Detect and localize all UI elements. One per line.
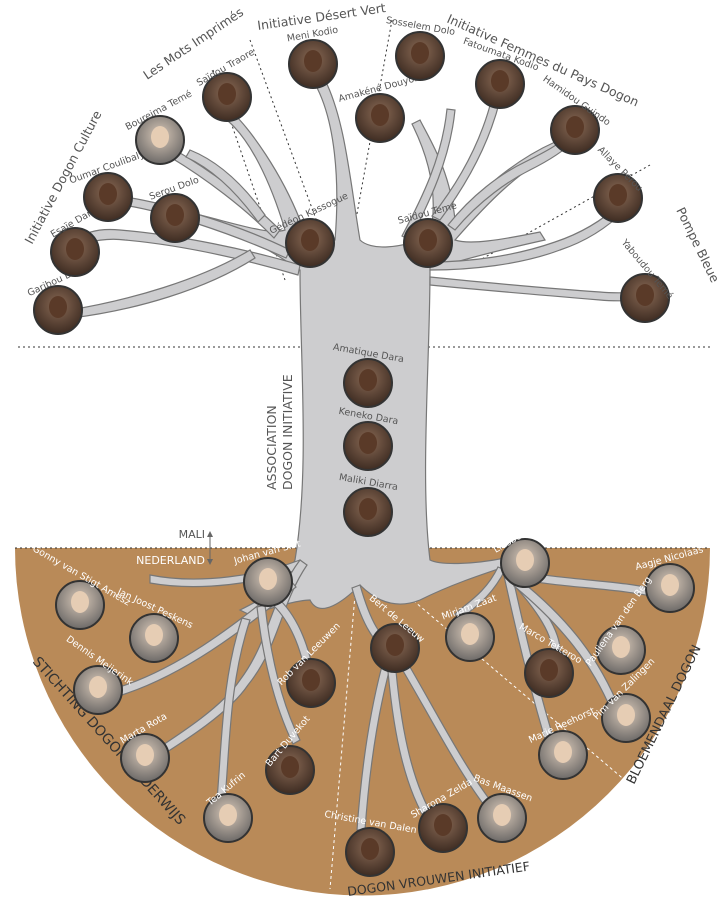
portrait-face <box>66 238 84 260</box>
portrait-face <box>218 83 236 105</box>
org-pompe-bleue: Pompe Bleue <box>673 205 723 285</box>
portrait-face <box>612 636 630 658</box>
person-saidou-traore: Saïdou Traore <box>195 47 257 122</box>
portrait-face <box>89 676 107 698</box>
country-mali: MALI <box>179 528 205 541</box>
portrait-face <box>49 296 67 318</box>
portrait-face <box>281 756 299 778</box>
org-association-line2: DOGON INITIATIVE <box>280 374 295 490</box>
portrait-face <box>166 204 184 226</box>
portrait-face <box>136 744 154 766</box>
portrait-face <box>636 284 654 306</box>
portrait-face <box>386 634 404 656</box>
person-esaie-dara: Esaïe Dara <box>49 205 100 277</box>
person-sosselem-dolo: Sosselem Dolo <box>385 15 456 81</box>
org-association-line1: ASSOCIATION <box>264 405 279 490</box>
portrait-face <box>411 42 429 64</box>
person-amakene-douyon: Amakéné Douyon <box>337 72 421 143</box>
person-tea-kufrin: Tea Kufrin <box>203 770 253 843</box>
portrait-face <box>516 549 534 571</box>
portrait-face <box>99 183 117 205</box>
portrait-face <box>359 498 377 520</box>
soil-area <box>15 548 710 896</box>
portrait-face <box>301 229 319 251</box>
portrait-face <box>493 804 511 826</box>
portrait-face <box>219 804 237 826</box>
portrait-face <box>540 659 558 681</box>
portrait-face <box>359 432 377 454</box>
arrow-up-icon <box>207 531 213 537</box>
portrait-face <box>259 568 277 590</box>
portrait-face <box>661 574 679 596</box>
divider-canopy-2 <box>249 39 321 231</box>
person-oumar-coulibaly: Oumar Coulibaly <box>68 149 147 222</box>
portrait-face <box>566 116 584 138</box>
portrait-face <box>554 741 572 763</box>
portrait-face <box>359 369 377 391</box>
portrait-face <box>609 184 627 206</box>
country-nederland: NEDERLAND <box>136 554 205 567</box>
divider-vrouwen-left <box>329 594 356 890</box>
portrait-face <box>371 104 389 126</box>
person-yaboudou-teme: Yaboudou Temé <box>618 237 675 323</box>
portrait-face <box>145 624 163 646</box>
person-allaye-perou: Allaye Pérou <box>593 145 644 223</box>
portrait-face <box>304 50 322 72</box>
person-meni-kodio: Meni Kodio <box>286 25 339 89</box>
portrait-face <box>302 669 320 691</box>
portrait-face <box>151 126 169 148</box>
divider-vrouwen-right <box>394 584 661 811</box>
portrait-face <box>617 704 635 726</box>
portrait-face <box>491 70 509 92</box>
portrait-face <box>71 591 89 613</box>
portrait-face <box>419 229 437 251</box>
org-femmes-pays-dogon: Initiative Femmes du Pays Dogon <box>445 11 641 109</box>
portrait-face <box>361 838 379 860</box>
portrait-face <box>461 623 479 645</box>
person-serou-dolo: Serou Dolo <box>148 175 201 243</box>
portrait-face <box>434 814 452 836</box>
arrow-down-icon <box>207 559 213 565</box>
